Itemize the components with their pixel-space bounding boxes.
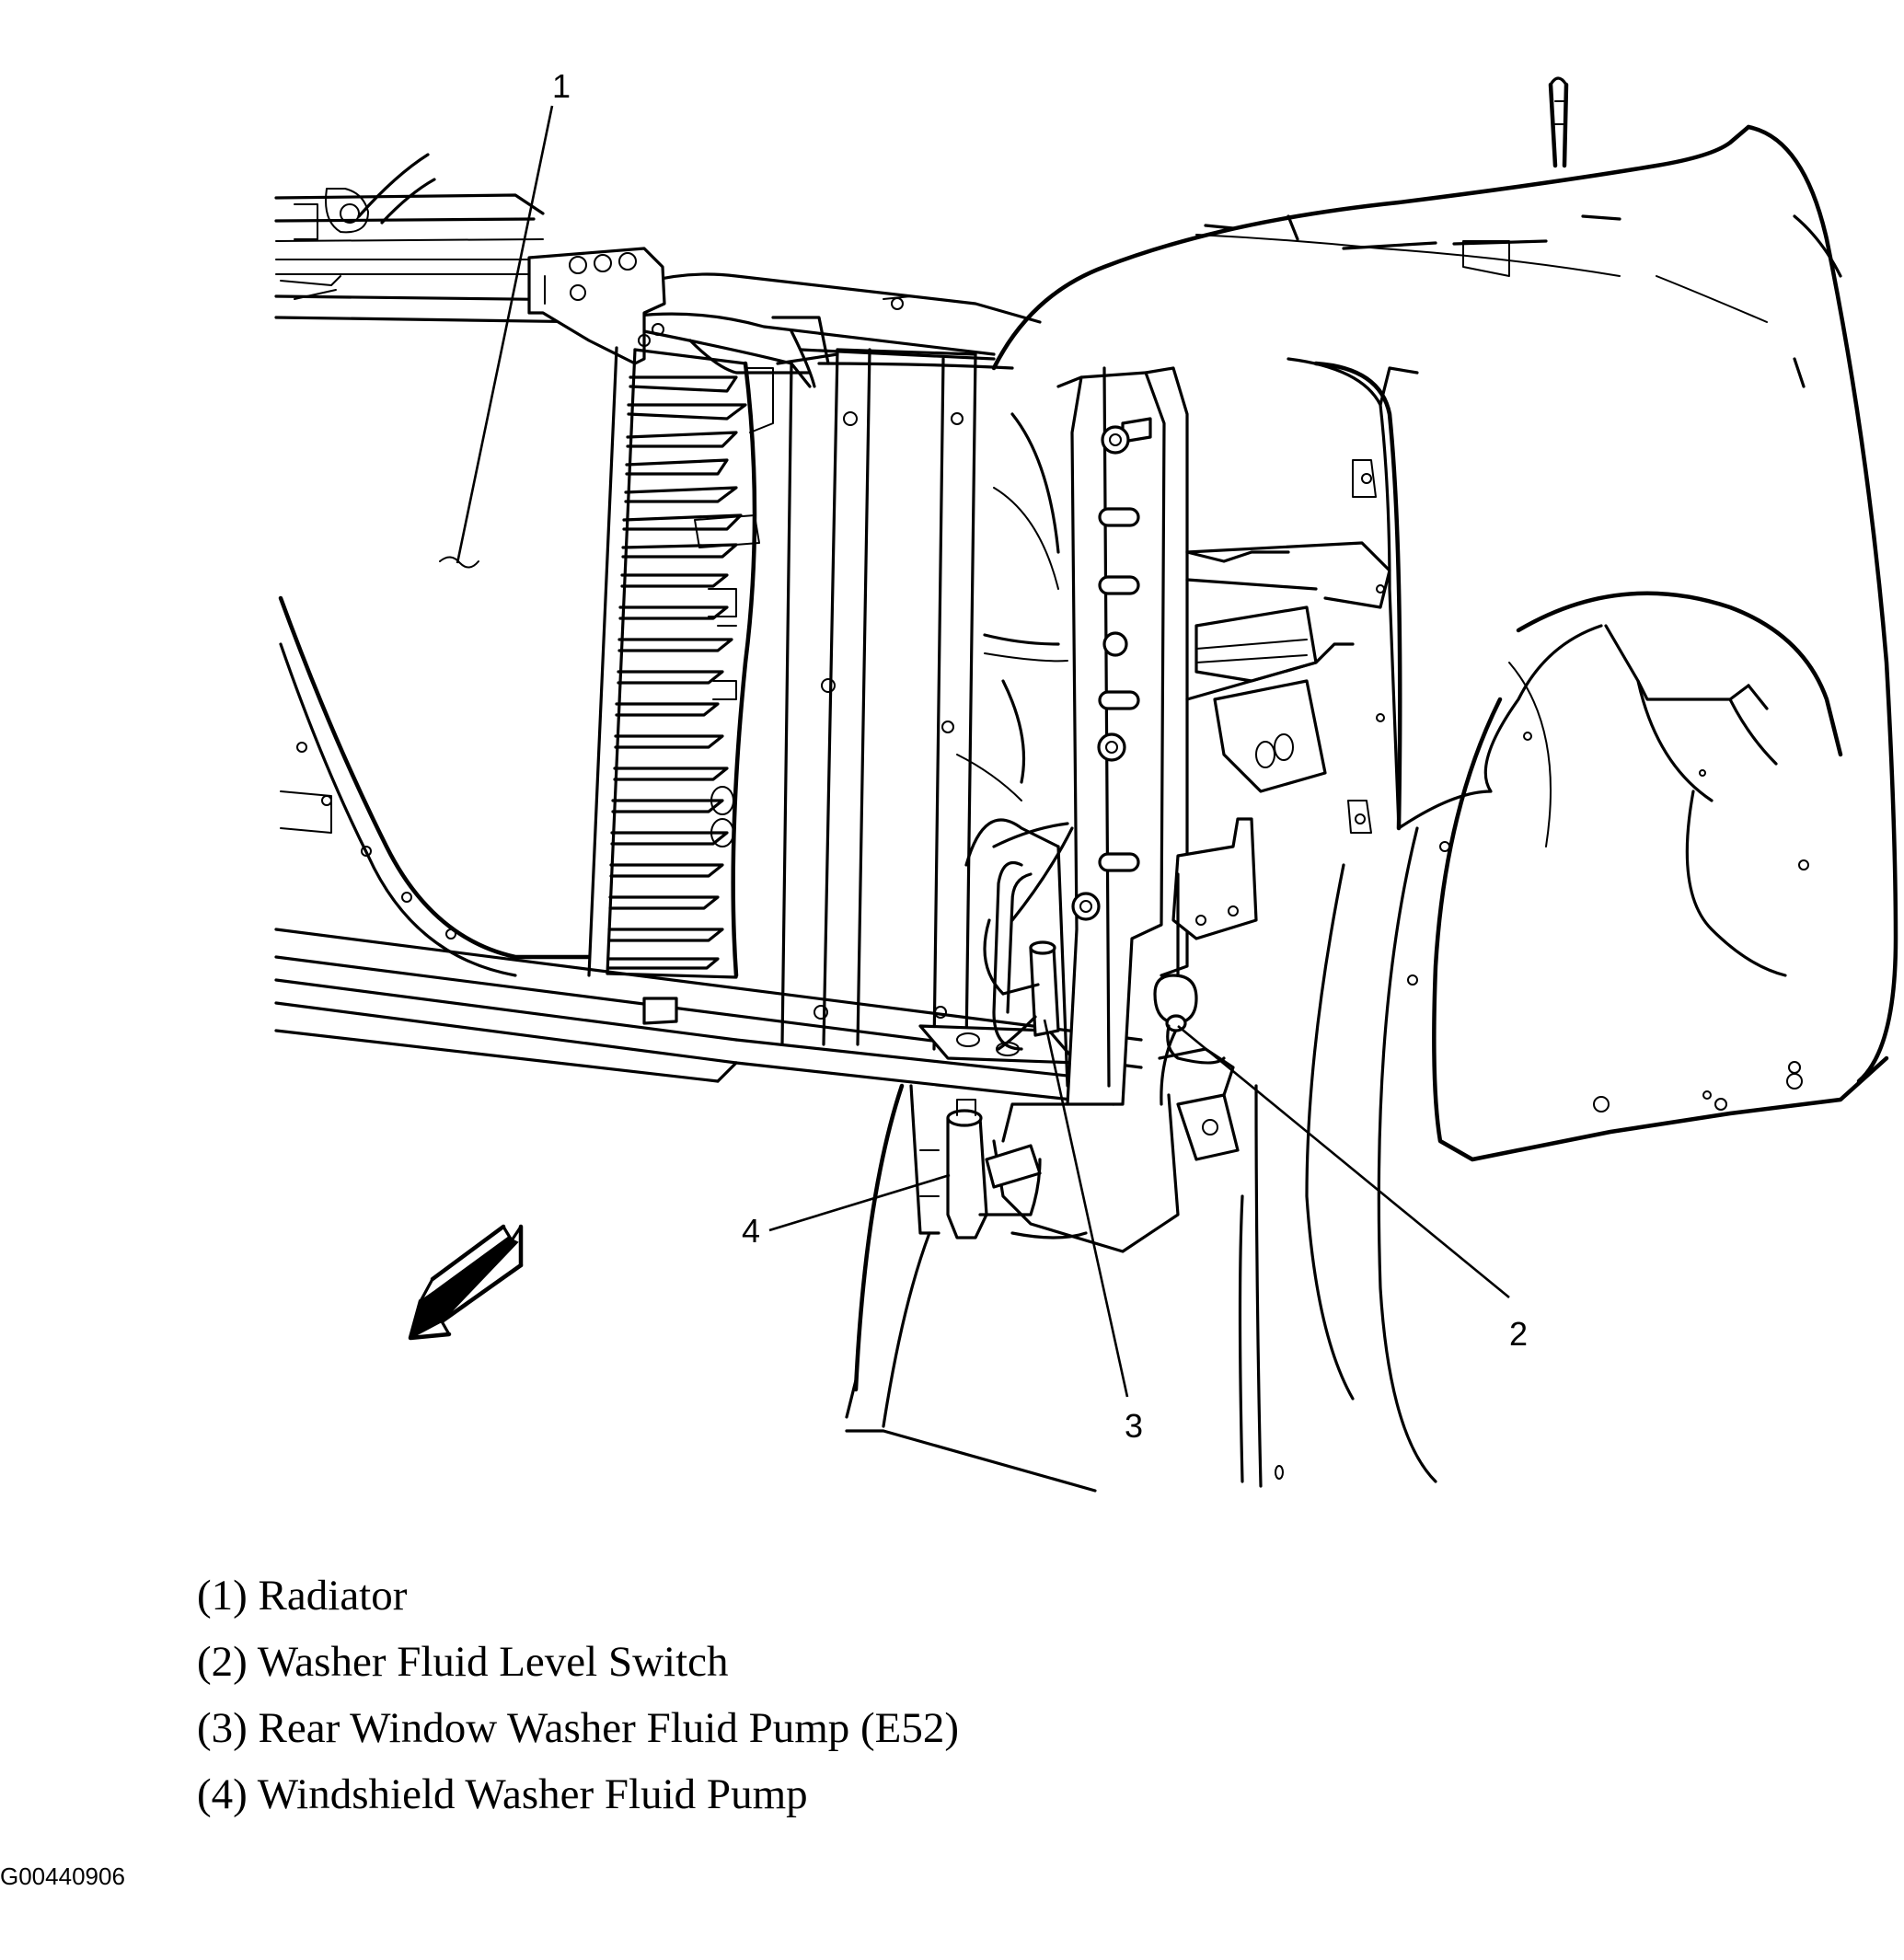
lower-splash-shield [845,1083,1244,1493]
front-direction-arrow-icon [408,1224,524,1341]
legend-item-windshield-washer-pump: (4) Windshield Washer Fluid Pump [197,1770,808,1818]
callout-4: 4 [742,1212,761,1250]
cowl-structure [274,153,600,324]
leader-line-4 [768,1173,951,1232]
leader-lines [456,105,1510,1398]
legend-item-rear-window-washer-pump: (3) Rear Window Washer Fluid Pump (E52) [197,1704,960,1752]
side-mount-bracket [956,366,1189,1106]
callout-3: 3 [1125,1407,1144,1445]
leader-line-1 [456,105,554,564]
callout-2: 2 [1509,1315,1529,1353]
callout-1: 1 [552,67,571,105]
lower-support-beam [274,790,1143,1106]
left-fascia-contour [278,595,592,977]
radiator-core [439,346,774,979]
legend-item-radiator: (1) Radiator [197,1572,408,1620]
right-front-fender [991,76,1898,1488]
leader-line-3 [1043,1019,1129,1398]
figure-id: G00440906 [0,1862,125,1890]
leader-line-2 [1177,1024,1510,1299]
legend-item-washer-fluid-level-switch: (2) Washer Fluid Level Switch [197,1638,729,1686]
upper-tie-bar [527,247,1042,388]
washer-reservoir [909,541,1391,1253]
center-support-channel [776,348,977,1051]
legend: (1) Radiator (2) Washer Fluid Level Swit… [197,1562,959,1827]
